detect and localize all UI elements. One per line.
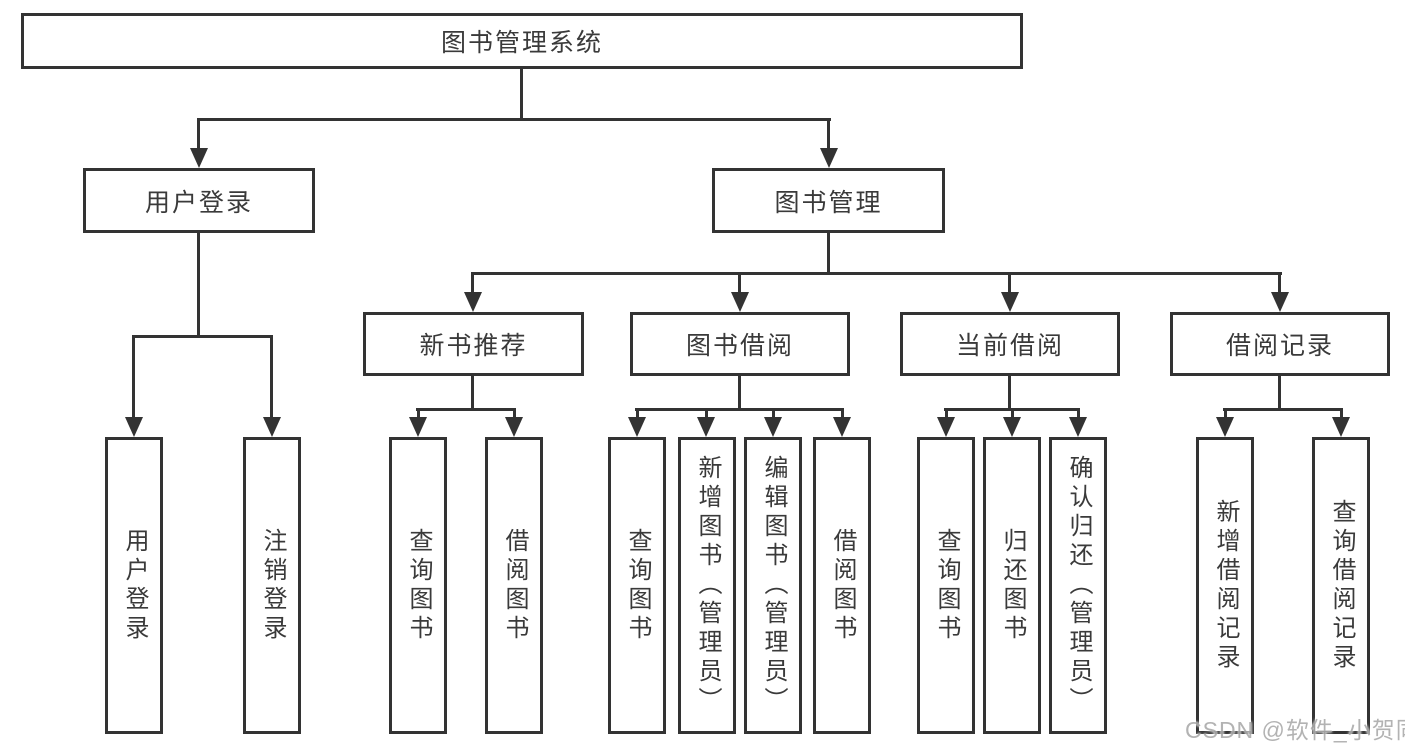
node-nb-query-book-label: 查询图书 (405, 527, 432, 644)
connector-stem-br-query (1340, 411, 1343, 417)
arrowhead-user-login (190, 148, 208, 168)
connector-stem-borrow-records (1278, 275, 1281, 292)
arrowhead-book-management (820, 148, 838, 168)
connector-level2-rail (197, 118, 831, 121)
arrowhead-cb-confirm (1069, 417, 1087, 437)
node-nb-query-book: 查询图书 (389, 437, 447, 734)
connector-book-management-drop (827, 233, 830, 272)
node-bb-query-book-label: 查询图书 (624, 527, 651, 644)
arrowhead-nb-query (409, 417, 427, 437)
connector-level3-rail (471, 272, 1282, 275)
connector-current-borrow-rail (944, 408, 1080, 411)
arrowhead-cb-query (937, 417, 955, 437)
connector-stem-cb-return (1011, 411, 1014, 417)
node-bb-edit-book-admin-label: 编辑图书（管理员） (760, 455, 787, 716)
node-root-label: 图书管理系统 (440, 29, 603, 57)
connector-root-drop (520, 68, 523, 118)
connector-stem-login (132, 338, 135, 417)
arrowhead-bb-edit (764, 417, 782, 437)
node-bb-borrow-book-label: 借阅图书 (829, 527, 856, 644)
arrowhead-logout (263, 417, 281, 437)
connector-book-borrow-rail (635, 408, 844, 411)
node-br-query-record-label: 查询借阅记录 (1328, 498, 1355, 673)
connector-new-book-rail (416, 408, 516, 411)
node-current-borrow-label: 当前借阅 (955, 332, 1064, 360)
arrowhead-br-add (1216, 417, 1234, 437)
connector-borrow-records-rail (1223, 408, 1343, 411)
connector-book-borrow-drop (738, 376, 741, 408)
arrowhead-borrow-records (1271, 292, 1289, 312)
node-bb-borrow-book: 借阅图书 (813, 437, 871, 734)
connector-user-login-drop (197, 233, 200, 335)
connector-stem-book-management (827, 121, 830, 148)
node-cb-return-book: 归还图书 (983, 437, 1041, 734)
node-cb-return-book-label: 归还图书 (999, 527, 1026, 644)
node-br-query-record: 查询借阅记录 (1312, 437, 1370, 734)
node-bb-add-book-admin-label: 新增图书（管理员） (694, 455, 721, 716)
node-cb-confirm-return-admin-label: 确认归还（管理员） (1065, 455, 1092, 716)
node-logout: 注销登录 (243, 437, 301, 734)
node-user-login: 用户登录 (83, 168, 315, 233)
node-nb-borrow-book-label: 借阅图书 (501, 527, 528, 644)
connector-stem-bb-query (636, 411, 639, 417)
connector-current-borrow-drop (1008, 376, 1011, 408)
node-book-management-label: 图书管理 (774, 188, 883, 217)
node-book-borrow-label: 图书借阅 (685, 332, 794, 360)
node-bb-add-book-admin: 新增图书（管理员） (678, 437, 736, 734)
connector-stem-nb-query (417, 411, 420, 417)
node-root: 图书管理系统 (21, 13, 1023, 69)
node-br-add-record-label: 新增借阅记录 (1212, 498, 1239, 673)
connector-stem-cb-query (945, 411, 948, 417)
arrowhead-bb-borrow (833, 417, 851, 437)
connector-stem-logout (270, 338, 273, 417)
arrowhead-book-borrow (731, 292, 749, 312)
node-user-login-label: 用户登录 (144, 188, 253, 217)
connector-stem-bb-edit (772, 411, 775, 417)
connector-stem-current-borrow (1008, 275, 1011, 292)
node-bb-edit-book-admin: 编辑图书（管理员） (744, 437, 802, 734)
node-nb-borrow-book: 借阅图书 (485, 437, 543, 734)
arrowhead-cb-return (1003, 417, 1021, 437)
arrowhead-bb-add (697, 417, 715, 437)
connector-borrow-records-drop (1278, 376, 1281, 408)
connector-stem-new-book (471, 275, 474, 292)
node-new-book-recommend-label: 新书推荐 (419, 332, 528, 360)
node-cb-confirm-return-admin: 确认归还（管理员） (1049, 437, 1107, 734)
arrowhead-nb-borrow (505, 417, 523, 437)
arrowhead-bb-query (628, 417, 646, 437)
arrowhead-br-query (1332, 417, 1350, 437)
node-borrow-records: 借阅记录 (1170, 312, 1390, 376)
node-book-management: 图书管理 (712, 168, 945, 233)
connector-stem-bb-add (705, 411, 708, 417)
connector-new-book-drop (471, 376, 474, 408)
node-current-borrow: 当前借阅 (900, 312, 1120, 376)
watermark: CSDN @软件_小贺同学 (1185, 717, 1405, 743)
connector-stem-book-borrow (738, 275, 741, 292)
connector-stem-br-add (1224, 411, 1227, 417)
connector-stem-cb-confirm (1077, 411, 1080, 417)
node-bb-query-book: 查询图书 (608, 437, 666, 734)
node-book-borrow: 图书借阅 (630, 312, 850, 376)
connector-stem-user-login (197, 121, 200, 148)
node-login-label: 用户登录 (121, 527, 148, 644)
connector-stem-bb-borrow (841, 411, 844, 417)
node-cb-query-book-label: 查询图书 (933, 527, 960, 644)
node-logout-label: 注销登录 (259, 527, 286, 644)
connector-stem-nb-borrow (513, 411, 516, 417)
arrowhead-login (125, 417, 143, 437)
node-cb-query-book: 查询图书 (917, 437, 975, 734)
node-br-add-record: 新增借阅记录 (1196, 437, 1254, 734)
node-login: 用户登录 (105, 437, 163, 734)
node-borrow-records-label: 借阅记录 (1225, 332, 1334, 360)
node-new-book-recommend: 新书推荐 (363, 312, 584, 376)
arrowhead-current-borrow (1001, 292, 1019, 312)
connector-user-login-rail (132, 335, 273, 338)
arrowhead-new-book (464, 292, 482, 312)
